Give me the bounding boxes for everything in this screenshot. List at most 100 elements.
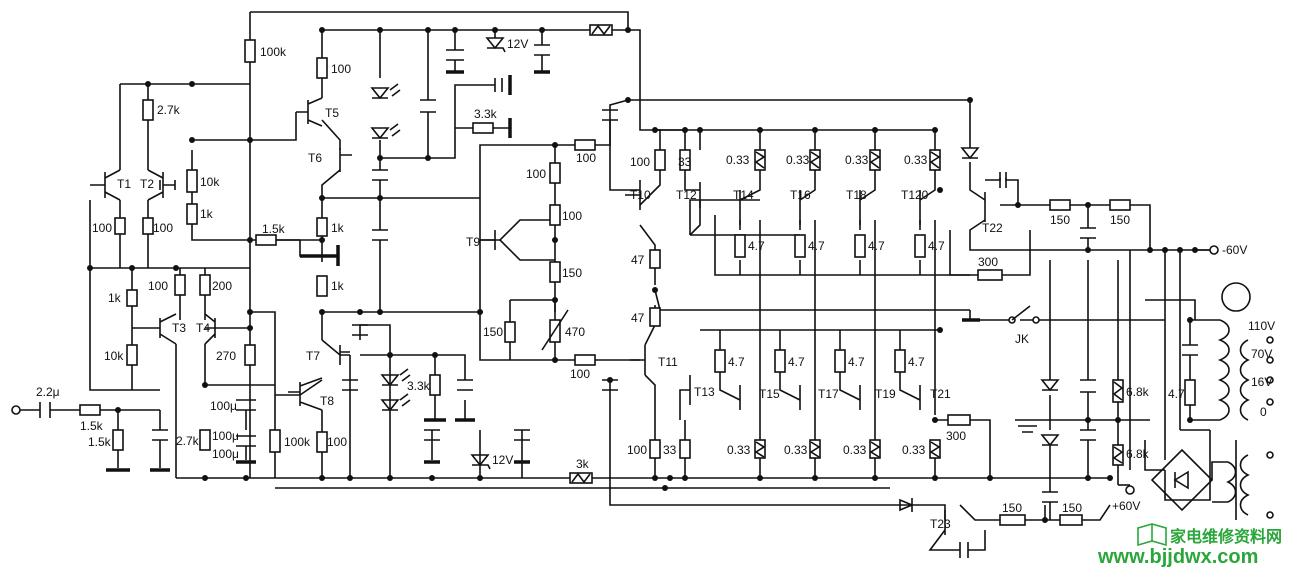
- grounds: [106, 70, 1040, 472]
- label-r-47-1: 4.7: [748, 239, 765, 253]
- label-T5: T5: [325, 106, 339, 120]
- label-c-100u-b: 100μ: [212, 429, 239, 443]
- label-T17: T17: [818, 387, 839, 401]
- book-icon: [1137, 523, 1167, 547]
- label-r-100-t13b: 100: [627, 443, 647, 457]
- label-r-1k-t3: 1k: [108, 291, 122, 305]
- resistors: [79, 39, 1196, 526]
- label-r-15k-mid: 1.5k: [262, 222, 286, 236]
- label-r-150-b: 150: [1110, 213, 1130, 227]
- label-r-47-3: 4.7: [868, 239, 885, 253]
- label-T10: T10: [630, 188, 651, 202]
- label-r-300-bot: 300: [946, 429, 966, 443]
- label-r-10k-left: 10k: [200, 175, 220, 189]
- component-labels: 100k 100 2.7k 10k 1k 1.5k 1k 1k 100 100 …: [36, 37, 1275, 515]
- label-r-10k-t3: 10k: [104, 349, 124, 363]
- label-r-150-pot: 150: [483, 325, 503, 339]
- label-r-033-2: 0.33: [786, 153, 810, 167]
- label-r-100-t9c: 100: [562, 209, 582, 223]
- label-r-033-7: 0.33: [843, 443, 867, 457]
- label-r-470-pot: 470: [565, 325, 585, 339]
- label-T11: T11: [658, 355, 678, 369]
- label-T18: T18: [846, 188, 867, 202]
- label-r-33-t12: 33: [678, 155, 692, 169]
- transformer: [1211, 282, 1274, 520]
- label-T7: T7: [306, 349, 320, 363]
- wirewound-resistors: [569, 24, 1124, 484]
- label-r-270: 270: [216, 349, 236, 363]
- label-T1: T1: [117, 177, 131, 191]
- label-r-100-t5: 100: [331, 62, 351, 76]
- label-r-1k-left: 1k: [200, 207, 214, 221]
- label-tap-0: 0: [1260, 405, 1267, 419]
- switch-jk: [1008, 305, 1040, 324]
- label-jk: JK: [1015, 332, 1029, 346]
- label-T2: T2: [140, 177, 154, 191]
- label-r-100-t11: 100: [570, 367, 590, 381]
- label-r-68k-a: 6.8k: [1126, 385, 1150, 399]
- watermark: 家电维修资料网 www.bjjdwx.com: [1097, 523, 1282, 568]
- label-r-15k-in2: 1.5k: [88, 435, 112, 449]
- label-r-100-t3: 100: [148, 279, 168, 293]
- label-r-033-1: 0.33: [726, 153, 750, 167]
- label-T9: T9: [466, 235, 480, 249]
- label-T19: T19: [875, 387, 896, 401]
- label-r-47-4: 4.7: [928, 239, 945, 253]
- label-r-100-t1: 100: [92, 221, 112, 235]
- label-tap-16: 16V: [1251, 375, 1272, 389]
- label-r-1k-t6a: 1k: [331, 221, 345, 235]
- label-r-47-5: 4.7: [728, 355, 745, 369]
- label-r-27k-bot: 2.7k: [176, 434, 200, 448]
- label-r-47-b: 47: [631, 311, 645, 325]
- label-T12: T12: [676, 188, 697, 202]
- label-r-33-t13b: 33: [663, 443, 677, 457]
- label-T3: T3: [172, 321, 186, 335]
- transistors: [90, 97, 986, 535]
- label-tap-70: 70V: [1251, 347, 1272, 361]
- label-r-3k: 3k: [576, 457, 590, 471]
- label-T22: T22: [982, 221, 1003, 235]
- label-r-15k-in: 1.5k: [80, 419, 104, 433]
- diodes: [370, 37, 1060, 512]
- label-r-100-t9b: 100: [526, 167, 546, 181]
- label-z-12v-bot: 12V: [492, 453, 513, 467]
- label-r-33k-top: 3.3k: [474, 107, 498, 121]
- label-r-27k-top: 2.7k: [157, 103, 181, 117]
- label-r-150-d: 150: [1062, 501, 1082, 515]
- label-T120: T120: [901, 188, 929, 202]
- label-r-68k-b: 6.8k: [1126, 447, 1150, 461]
- label-r-100k-bot: 100k: [284, 435, 311, 449]
- bridge-rectifier: [1150, 448, 1214, 512]
- label-z-12v-top: 12V: [507, 37, 528, 51]
- label-c-100u-a: 100μ: [210, 399, 237, 413]
- capacitors: [39, 44, 1198, 558]
- label-r-033-3: 0.33: [845, 153, 869, 167]
- transistor-labels: T1 T2 T3 T4 T5 T6 T7 T8 T9 T10 T11 T12 T…: [117, 106, 1003, 531]
- label-r-033-4: 0.33: [904, 153, 928, 167]
- label-r-100-t2: 100: [153, 221, 173, 235]
- label-c-22u: 2.2μ: [36, 385, 60, 399]
- label-r-100-t8: 100: [327, 435, 347, 449]
- label-T16: T16: [790, 188, 811, 202]
- label-r-33k-bot: 3.3k: [407, 379, 431, 393]
- label-r-033-6: 0.33: [784, 443, 808, 457]
- label-T14: T14: [733, 188, 754, 202]
- label-neg60: -60V: [1222, 243, 1247, 257]
- label-r-100-t9a: 100: [576, 151, 596, 165]
- label-r-100k-top: 100k: [260, 45, 287, 59]
- label-r-100-t10: 100: [630, 155, 650, 169]
- label-T13: T13: [694, 385, 715, 399]
- label-T4: T4: [196, 321, 210, 335]
- label-T8: T8: [320, 394, 334, 408]
- label-r-47-8: 4.7: [908, 355, 925, 369]
- watermark-url: www.bjjdwx.com: [1097, 546, 1258, 568]
- label-tap-110: 110V: [1248, 319, 1275, 333]
- label-T23: T23: [930, 517, 951, 531]
- label-r-47-7: 4.7: [848, 355, 865, 369]
- label-r-150-c: 150: [1002, 501, 1022, 515]
- label-r-033-5: 0.33: [727, 443, 751, 457]
- label-r-47-6: 4.7: [788, 355, 805, 369]
- junctions: [87, 27, 1198, 523]
- label-r-1k-t6b: 1k: [331, 279, 345, 293]
